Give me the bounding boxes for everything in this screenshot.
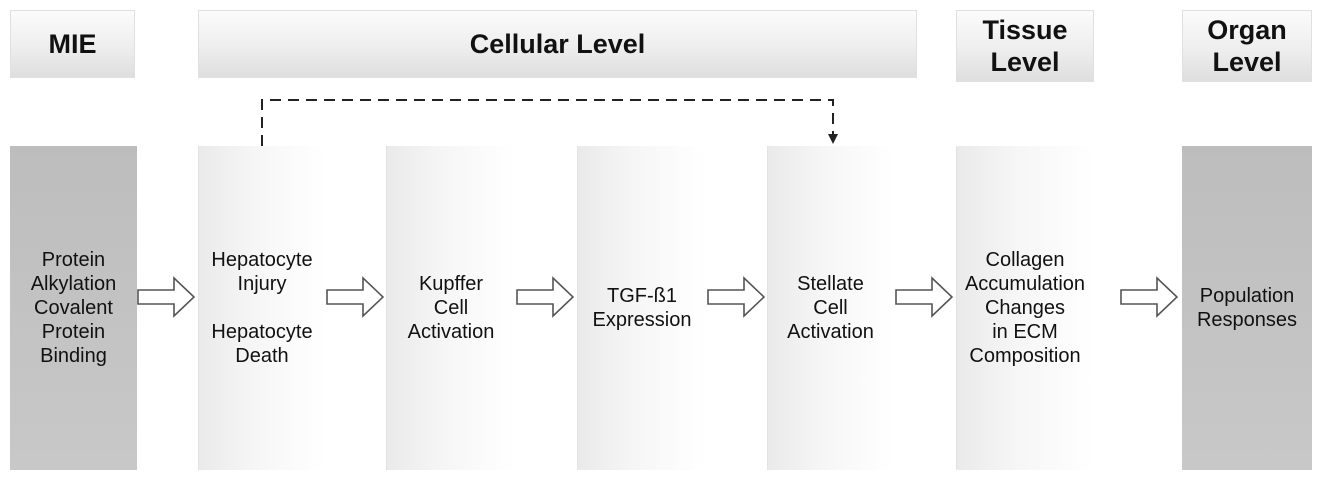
box-collagen-accumulation: Collagen Accumulation Changes in ECM Com…	[956, 146, 1093, 470]
header-organ-line-1: Organ	[1207, 15, 1287, 45]
box-kupffer-cell-activation: Kupffer Cell Activation	[386, 146, 515, 470]
box-tgf-expression-text: TGF-ß1 Expression	[592, 285, 692, 331]
arrowhead-down-icon	[828, 134, 838, 144]
box-protein-alkylation-text: Protein Alkylation Covalent Protein Bind…	[30, 249, 117, 367]
box-protein-alkylation: Protein Alkylation Covalent Protein Bind…	[10, 146, 137, 470]
box-stellate-cell-activation-text: Stellate Cell Activation	[787, 273, 874, 343]
header-mie-label: MIE	[48, 29, 97, 59]
header-organ-level: Organ Level	[1182, 10, 1312, 82]
arrow-right-icon	[326, 276, 384, 318]
arrow-right-icon	[1120, 276, 1178, 318]
box-population-responses-text: Population Responses	[1196, 285, 1298, 331]
header-tissue-line-2: Level	[990, 47, 1060, 77]
box-hepatocyte-injury-text: Hepatocyte Injury Hepatocyte Death	[211, 249, 313, 367]
arrow-right-icon	[516, 276, 574, 318]
box-tgf-expression: TGF-ß1 Expression	[577, 146, 706, 470]
header-cellular-level: Cellular Level	[198, 10, 917, 78]
header-tissue-line-1: Tissue	[982, 15, 1068, 45]
box-kupffer-cell-activation-text: Kupffer Cell Activation	[407, 273, 495, 343]
box-collagen-accumulation-text: Collagen Accumulation Changes in ECM Com…	[964, 249, 1086, 367]
header-mie: MIE	[10, 10, 135, 78]
box-hepatocyte-injury: Hepatocyte Injury Hepatocyte Death	[198, 146, 325, 470]
box-population-responses: Population Responses	[1182, 146, 1312, 470]
header-cellular-label: Cellular Level	[469, 29, 646, 59]
header-organ-line-2: Level	[1212, 47, 1282, 77]
arrow-right-icon	[895, 276, 953, 318]
header-tissue-level: Tissue Level	[956, 10, 1094, 82]
arrow-right-icon	[137, 276, 195, 318]
arrow-right-icon	[707, 276, 765, 318]
box-stellate-cell-activation: Stellate Cell Activation	[767, 146, 893, 470]
